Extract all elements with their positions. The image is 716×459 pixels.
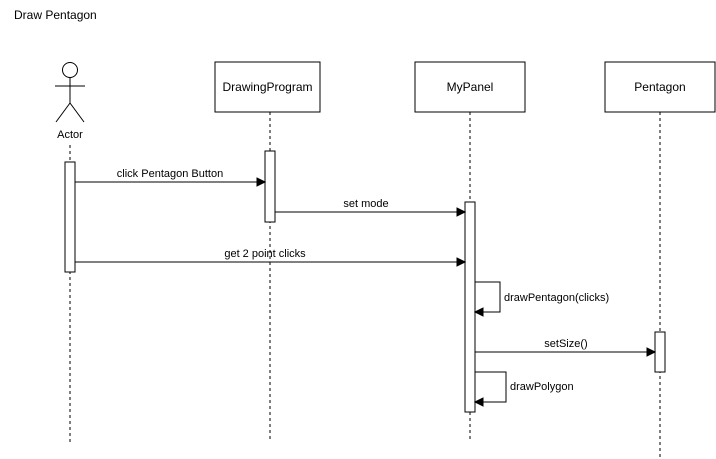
message-draw-pentagon-clicks[interactable]: drawPentagon(clicks) xyxy=(473,281,609,317)
message-label: setSize() xyxy=(544,338,587,350)
participant-label: MyPanel xyxy=(447,80,494,94)
arrowhead-icon xyxy=(646,347,657,357)
arrowhead-icon xyxy=(456,207,467,217)
actor-stick-figure-icon xyxy=(55,62,85,123)
participant-drawing-program[interactable]: DrawingProgram xyxy=(214,61,321,113)
actor-label: Actor xyxy=(57,129,83,141)
activation-actor xyxy=(64,161,76,273)
participant-label: DrawingProgram xyxy=(222,80,312,94)
message-get-2-point-clicks[interactable]: get 2 point clicks xyxy=(75,248,467,267)
diagram-title: Draw Pentagon xyxy=(14,8,97,22)
activation-my-panel xyxy=(464,201,476,413)
activation-pentagon xyxy=(654,331,666,373)
message-label: click Pentagon Button xyxy=(117,168,223,180)
message-set-mode[interactable]: set mode xyxy=(275,198,467,217)
activation-drawing-program xyxy=(264,150,276,223)
message-set-size[interactable]: setSize() xyxy=(475,338,657,357)
arrowhead-icon xyxy=(456,257,467,267)
participant-pentagon[interactable]: Pentagon xyxy=(604,61,716,113)
message-draw-polygon[interactable]: drawPolygon xyxy=(473,371,574,407)
actor[interactable]: Actor xyxy=(55,62,85,142)
participant-label: Pentagon xyxy=(634,80,685,94)
message-label: get 2 point clicks xyxy=(224,248,306,260)
message-label: drawPentagon(clicks) xyxy=(504,292,609,304)
participant-my-panel[interactable]: MyPanel xyxy=(414,61,526,113)
message-label: drawPolygon xyxy=(510,381,574,393)
arrowhead-icon xyxy=(473,397,484,407)
message-click-pentagon-button[interactable]: click Pentagon Button xyxy=(75,168,267,187)
message-label: set mode xyxy=(343,198,388,210)
arrowhead-icon xyxy=(473,307,484,317)
arrowhead-icon xyxy=(256,177,267,187)
